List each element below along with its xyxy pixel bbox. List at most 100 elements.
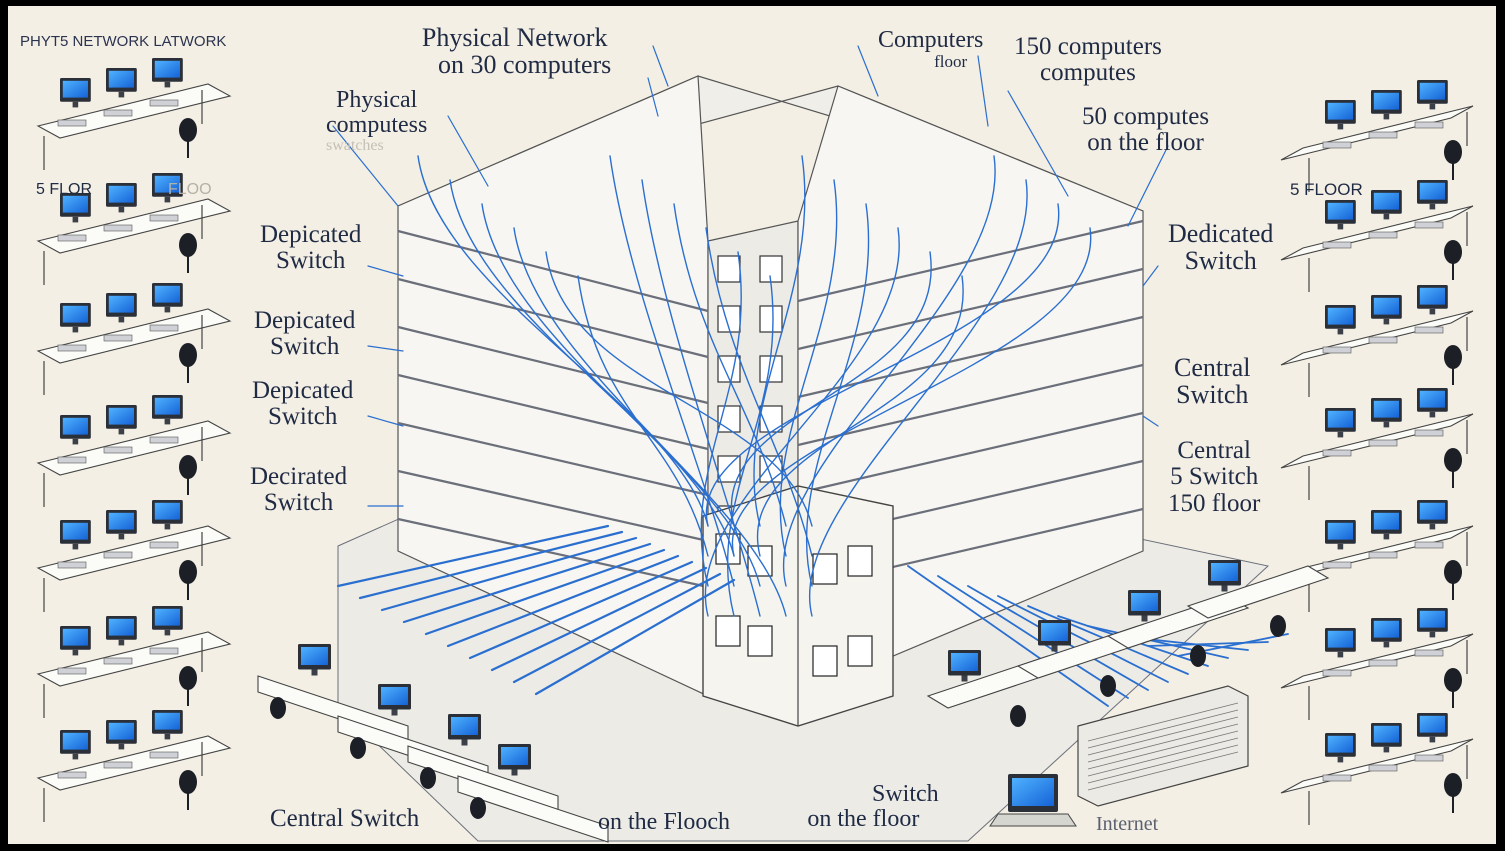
monitor-screen [154, 285, 180, 303]
monitor-screen [62, 522, 88, 540]
keyboard [1322, 141, 1352, 149]
monitor-stand [1429, 523, 1436, 530]
office-chair [179, 343, 197, 367]
network-cable [446, 554, 680, 648]
office-chair [1444, 448, 1462, 472]
monitor-screen [108, 185, 134, 203]
monitor-stand [1383, 746, 1390, 753]
keyboard [149, 99, 179, 107]
network-cable [809, 179, 1028, 617]
network-cable [545, 251, 813, 527]
keyboard [149, 324, 179, 332]
rack-slot [1087, 709, 1239, 749]
monitor-screen [1373, 400, 1399, 418]
rack-slot [1087, 730, 1239, 770]
keyboard [149, 647, 179, 655]
monitor-stand [391, 709, 398, 716]
monitor-screen [501, 747, 528, 765]
keyboard [1322, 774, 1352, 782]
monitor-screen [1327, 522, 1353, 540]
monitor-stand [1337, 756, 1344, 763]
network-cable [367, 265, 404, 277]
monitor-stand [1383, 421, 1390, 428]
network-cable [805, 203, 870, 587]
keyboard [57, 561, 87, 569]
window [759, 305, 783, 333]
monitor-screen [1327, 630, 1353, 648]
monitor-stand [1337, 123, 1344, 130]
keyboard [57, 667, 87, 675]
floor-slab-left [397, 421, 709, 497]
office-chair [1444, 140, 1462, 164]
network-cable [367, 345, 404, 352]
network-cable [705, 227, 813, 557]
monitor-stand [1429, 308, 1436, 315]
keyboard [57, 234, 87, 242]
monitor-stand [1383, 213, 1390, 220]
office-chair [1444, 240, 1462, 264]
floor-slab-right [797, 315, 1144, 399]
label-physical-network: Physical Network on 30 computers [421, 23, 612, 80]
keyboard [149, 541, 179, 549]
label-central-switch-bottom: Central Switch [270, 805, 420, 832]
keyboard [149, 436, 179, 444]
monitor-stand [1221, 585, 1228, 592]
network-diagram: PHYT5 NETWORK LATWORK 5 FLOR FLOO 5 FLOO… [8, 6, 1496, 844]
network-cable [468, 560, 694, 660]
keyboard [1322, 346, 1352, 354]
monitor-screen [1373, 725, 1399, 743]
monitor-stand [164, 733, 171, 740]
monitor-screen [62, 80, 88, 98]
monitor-screen [108, 722, 134, 740]
network-cable [704, 227, 900, 617]
network-cable [1007, 90, 1069, 197]
network-cable [512, 572, 722, 684]
office-chair [470, 797, 486, 819]
rack-slot [1087, 702, 1239, 742]
office-chair [350, 737, 366, 759]
label-switch-on-the-floor: Switch on the floor [807, 781, 939, 833]
monitor-stand [118, 428, 125, 435]
monitor-screen [1373, 92, 1399, 110]
monitor-screen [1419, 390, 1445, 408]
keyboard [57, 119, 87, 127]
office-building [397, 75, 1144, 727]
monitor-screen [108, 407, 134, 425]
monitor-stand [118, 206, 125, 213]
monitor-screen [1419, 502, 1445, 520]
monitor-stand [1141, 615, 1148, 622]
floor-label-right: 5 FLOOR [1290, 180, 1363, 199]
monitor-stand [311, 669, 318, 676]
monitor-stand [164, 629, 171, 636]
office-chair [1444, 668, 1462, 692]
annex-window [812, 645, 838, 677]
office-chair [179, 233, 197, 257]
internet-computer [989, 774, 1077, 827]
office-chair [179, 770, 197, 794]
monitor-stand [1429, 631, 1436, 638]
network-cable [577, 275, 709, 557]
monitor-stand [961, 675, 968, 682]
workstation [1280, 608, 1474, 720]
office-chair [1190, 645, 1206, 667]
keyboard [1414, 754, 1444, 762]
monitor-screen [1373, 192, 1399, 210]
keyboard [1368, 131, 1398, 139]
network-cable [783, 155, 996, 587]
monitor-stand [1383, 318, 1390, 325]
label-computers-floor: Computers floor [878, 27, 984, 72]
rack-slot [1087, 737, 1239, 777]
floor-slab-left [397, 229, 709, 313]
monitor-stand [72, 101, 79, 108]
workstation [1280, 713, 1474, 825]
network-cable [447, 115, 489, 187]
workstation-desks [36, 58, 1474, 843]
label-on-the-flooch: on the Flooch [598, 809, 730, 835]
label-150-computers: 150 computers computes [1014, 33, 1162, 87]
workstation-bottom-left [407, 714, 559, 813]
network-cable [380, 536, 638, 612]
office-chair [1444, 345, 1462, 369]
monitor-screen [1419, 82, 1445, 100]
workstation [1280, 180, 1474, 292]
monitor-stand [164, 81, 171, 88]
